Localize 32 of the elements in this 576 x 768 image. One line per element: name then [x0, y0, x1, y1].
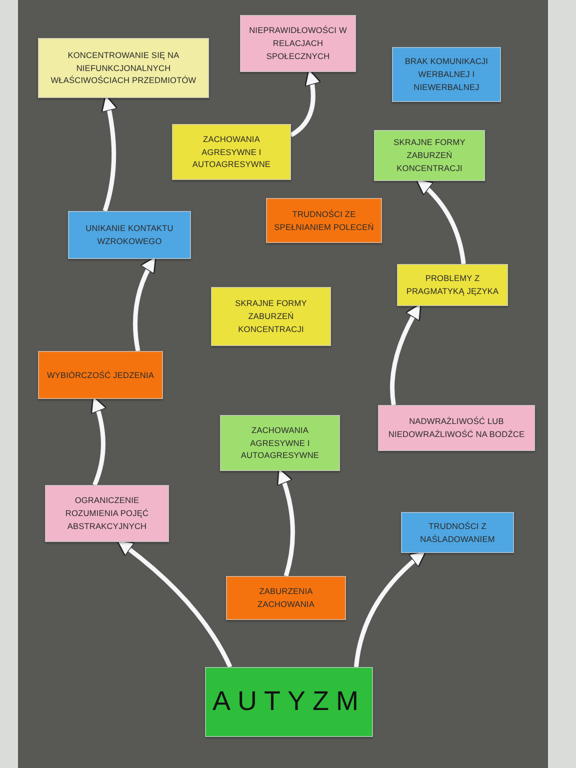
card-label: ZACHOWANIA AGRESYWNE I AUTOAGRESYWNE	[191, 132, 272, 172]
note-card	[172, 124, 291, 180]
note-card	[266, 198, 382, 243]
card-label: KONCENTROWANIE SIĘ NA NIEFUNKCJONALNYCH WŁAŚCIWOŚCIACH PRZEDMIOTÓW	[50, 48, 198, 88]
card-label: PROBLEMY Z PRAGMATYKĄ JĘZYKA	[405, 272, 500, 298]
card-label: ZACHOWANIA AGRESYWNE I AUTOAGRESYWNE	[240, 424, 320, 462]
note-card	[220, 415, 340, 471]
note-card	[211, 287, 331, 346]
card-label: NIEPRAWIDŁOWOŚCI W RELACJACH SPOŁECZNYCH	[248, 24, 348, 63]
card-label: ZABURZENIA ZACHOWANIA	[256, 585, 316, 611]
note-card	[38, 38, 209, 98]
card-label: TRUDNOŚCI ZE SPEŁNIANIEM POLECEŃ	[273, 208, 375, 234]
note-card	[392, 47, 501, 102]
card-label: OGRANICZENIE ROZUMIENIA POJĘĆ ABSTRAKCYJNYCH	[64, 494, 150, 533]
note-card	[240, 15, 356, 72]
note-card	[397, 264, 508, 306]
card-label: WYBIÓRCZOŚĆ JEDZENIA	[46, 368, 154, 382]
note-card	[45, 485, 169, 542]
card-label: TRUDNOŚCI Z NAŚLADOWANIEM	[419, 520, 496, 546]
note-card	[205, 667, 373, 737]
note-card	[226, 576, 346, 620]
card-label: AUTYZM	[212, 687, 366, 717]
note-card	[401, 512, 514, 553]
note-card	[378, 405, 535, 451]
note-card	[374, 130, 485, 181]
card-label: UNIKANIE KONTAKTU WZROKOWEGO	[84, 222, 174, 248]
card-label: NADWRAŻLIWOŚĆ LUB NIEDOWRAŻLIWOŚĆ NA BODŹCE	[387, 415, 526, 441]
note-card	[68, 211, 191, 259]
card-label: BRAK KOMUNIKACJI WERBALNEJ I NIEWERBALNEJ	[404, 55, 490, 94]
card-label: SKRAJNE FORMY ZABURZEŃ KONCENTRACJI	[234, 297, 308, 336]
card-label: SKRAJNE FORMY ZABURZEŃ KONCENTRACJI	[392, 136, 466, 175]
note-card	[38, 351, 163, 399]
